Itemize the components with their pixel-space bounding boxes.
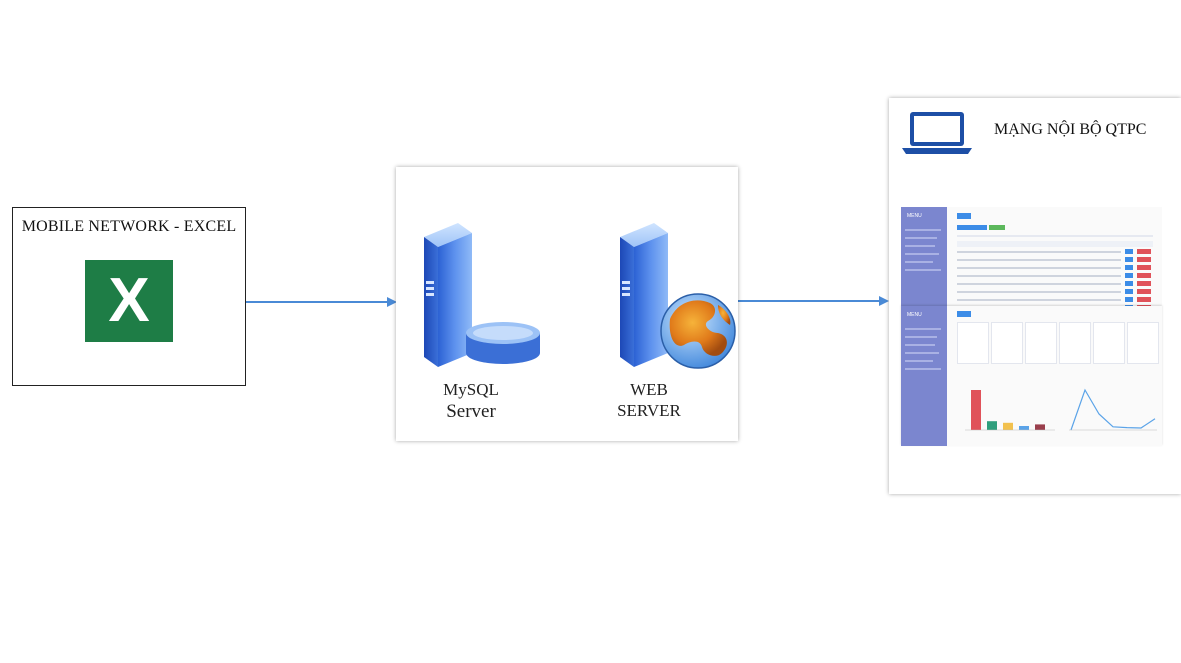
delete-button — [1137, 265, 1151, 270]
delete-button — [1137, 249, 1151, 254]
sidebar-menu-label: MENU — [907, 312, 922, 318]
excel-icon-letter: X — [108, 266, 150, 335]
excel-icon: X — [85, 260, 173, 342]
chart-bar — [1035, 424, 1045, 430]
edit-button — [1125, 297, 1133, 302]
chart-bar — [1019, 426, 1029, 430]
database-server-icon — [424, 223, 540, 367]
servers-box: MySQL Server WEB SERVER — [396, 167, 738, 441]
stat-card — [957, 322, 989, 364]
chart-bar — [971, 390, 981, 430]
app-sidebar: MENU — [901, 306, 947, 446]
sidebar-menu-label: MENU — [907, 213, 922, 219]
delete-button — [1137, 289, 1151, 294]
edit-button — [1125, 257, 1133, 262]
stat-card — [1059, 322, 1091, 364]
stat-card — [1025, 322, 1057, 364]
app-screenshot-dashboard: MENU — [901, 306, 1162, 446]
table-row — [957, 291, 1121, 293]
mysql-server-label-line1: MySQL — [443, 380, 499, 399]
table-row — [957, 251, 1121, 253]
edit-button — [1125, 265, 1133, 270]
chart-bar — [1003, 422, 1013, 430]
delete-button — [1137, 297, 1151, 302]
chart-line — [1070, 388, 1156, 431]
table-row — [957, 259, 1121, 261]
internal-network-title: MẠNG NỘI BỘ QTPC — [994, 121, 1147, 138]
web-server-label-line2: SERVER — [617, 401, 681, 420]
app-sidebar: MENU — [901, 207, 947, 317]
chart-bar — [987, 421, 997, 430]
table-row — [957, 275, 1121, 277]
excel-source-box: MOBILE NETWORK - EXCEL X — [12, 207, 246, 386]
laptop-icon — [902, 112, 972, 154]
mysql-server-label-line2: Server — [446, 401, 496, 422]
mini-line-chart — [1069, 388, 1157, 431]
stat-card — [991, 322, 1023, 364]
stat-card — [1127, 322, 1159, 364]
delete-button — [1137, 281, 1151, 286]
app-screenshot-table: MENU — [901, 207, 1162, 317]
mysql-server-label: MySQL Server — [426, 379, 516, 424]
edit-button — [1125, 273, 1133, 278]
edit-button — [1125, 281, 1133, 286]
table-row — [957, 267, 1121, 269]
table-row — [957, 283, 1121, 285]
stat-card — [1093, 322, 1125, 364]
web-server-label: WEB SERVER — [604, 379, 694, 421]
web-server-label-line1: WEB — [630, 380, 668, 399]
delete-button — [1137, 257, 1151, 262]
delete-button — [1137, 273, 1151, 278]
table-row — [957, 299, 1121, 301]
edit-button — [1125, 289, 1133, 294]
web-server-icon — [620, 223, 736, 369]
edit-button — [1125, 249, 1133, 254]
mini-bar-chart — [965, 390, 1055, 431]
excel-source-title: MOBILE NETWORK - EXCEL — [21, 218, 237, 235]
